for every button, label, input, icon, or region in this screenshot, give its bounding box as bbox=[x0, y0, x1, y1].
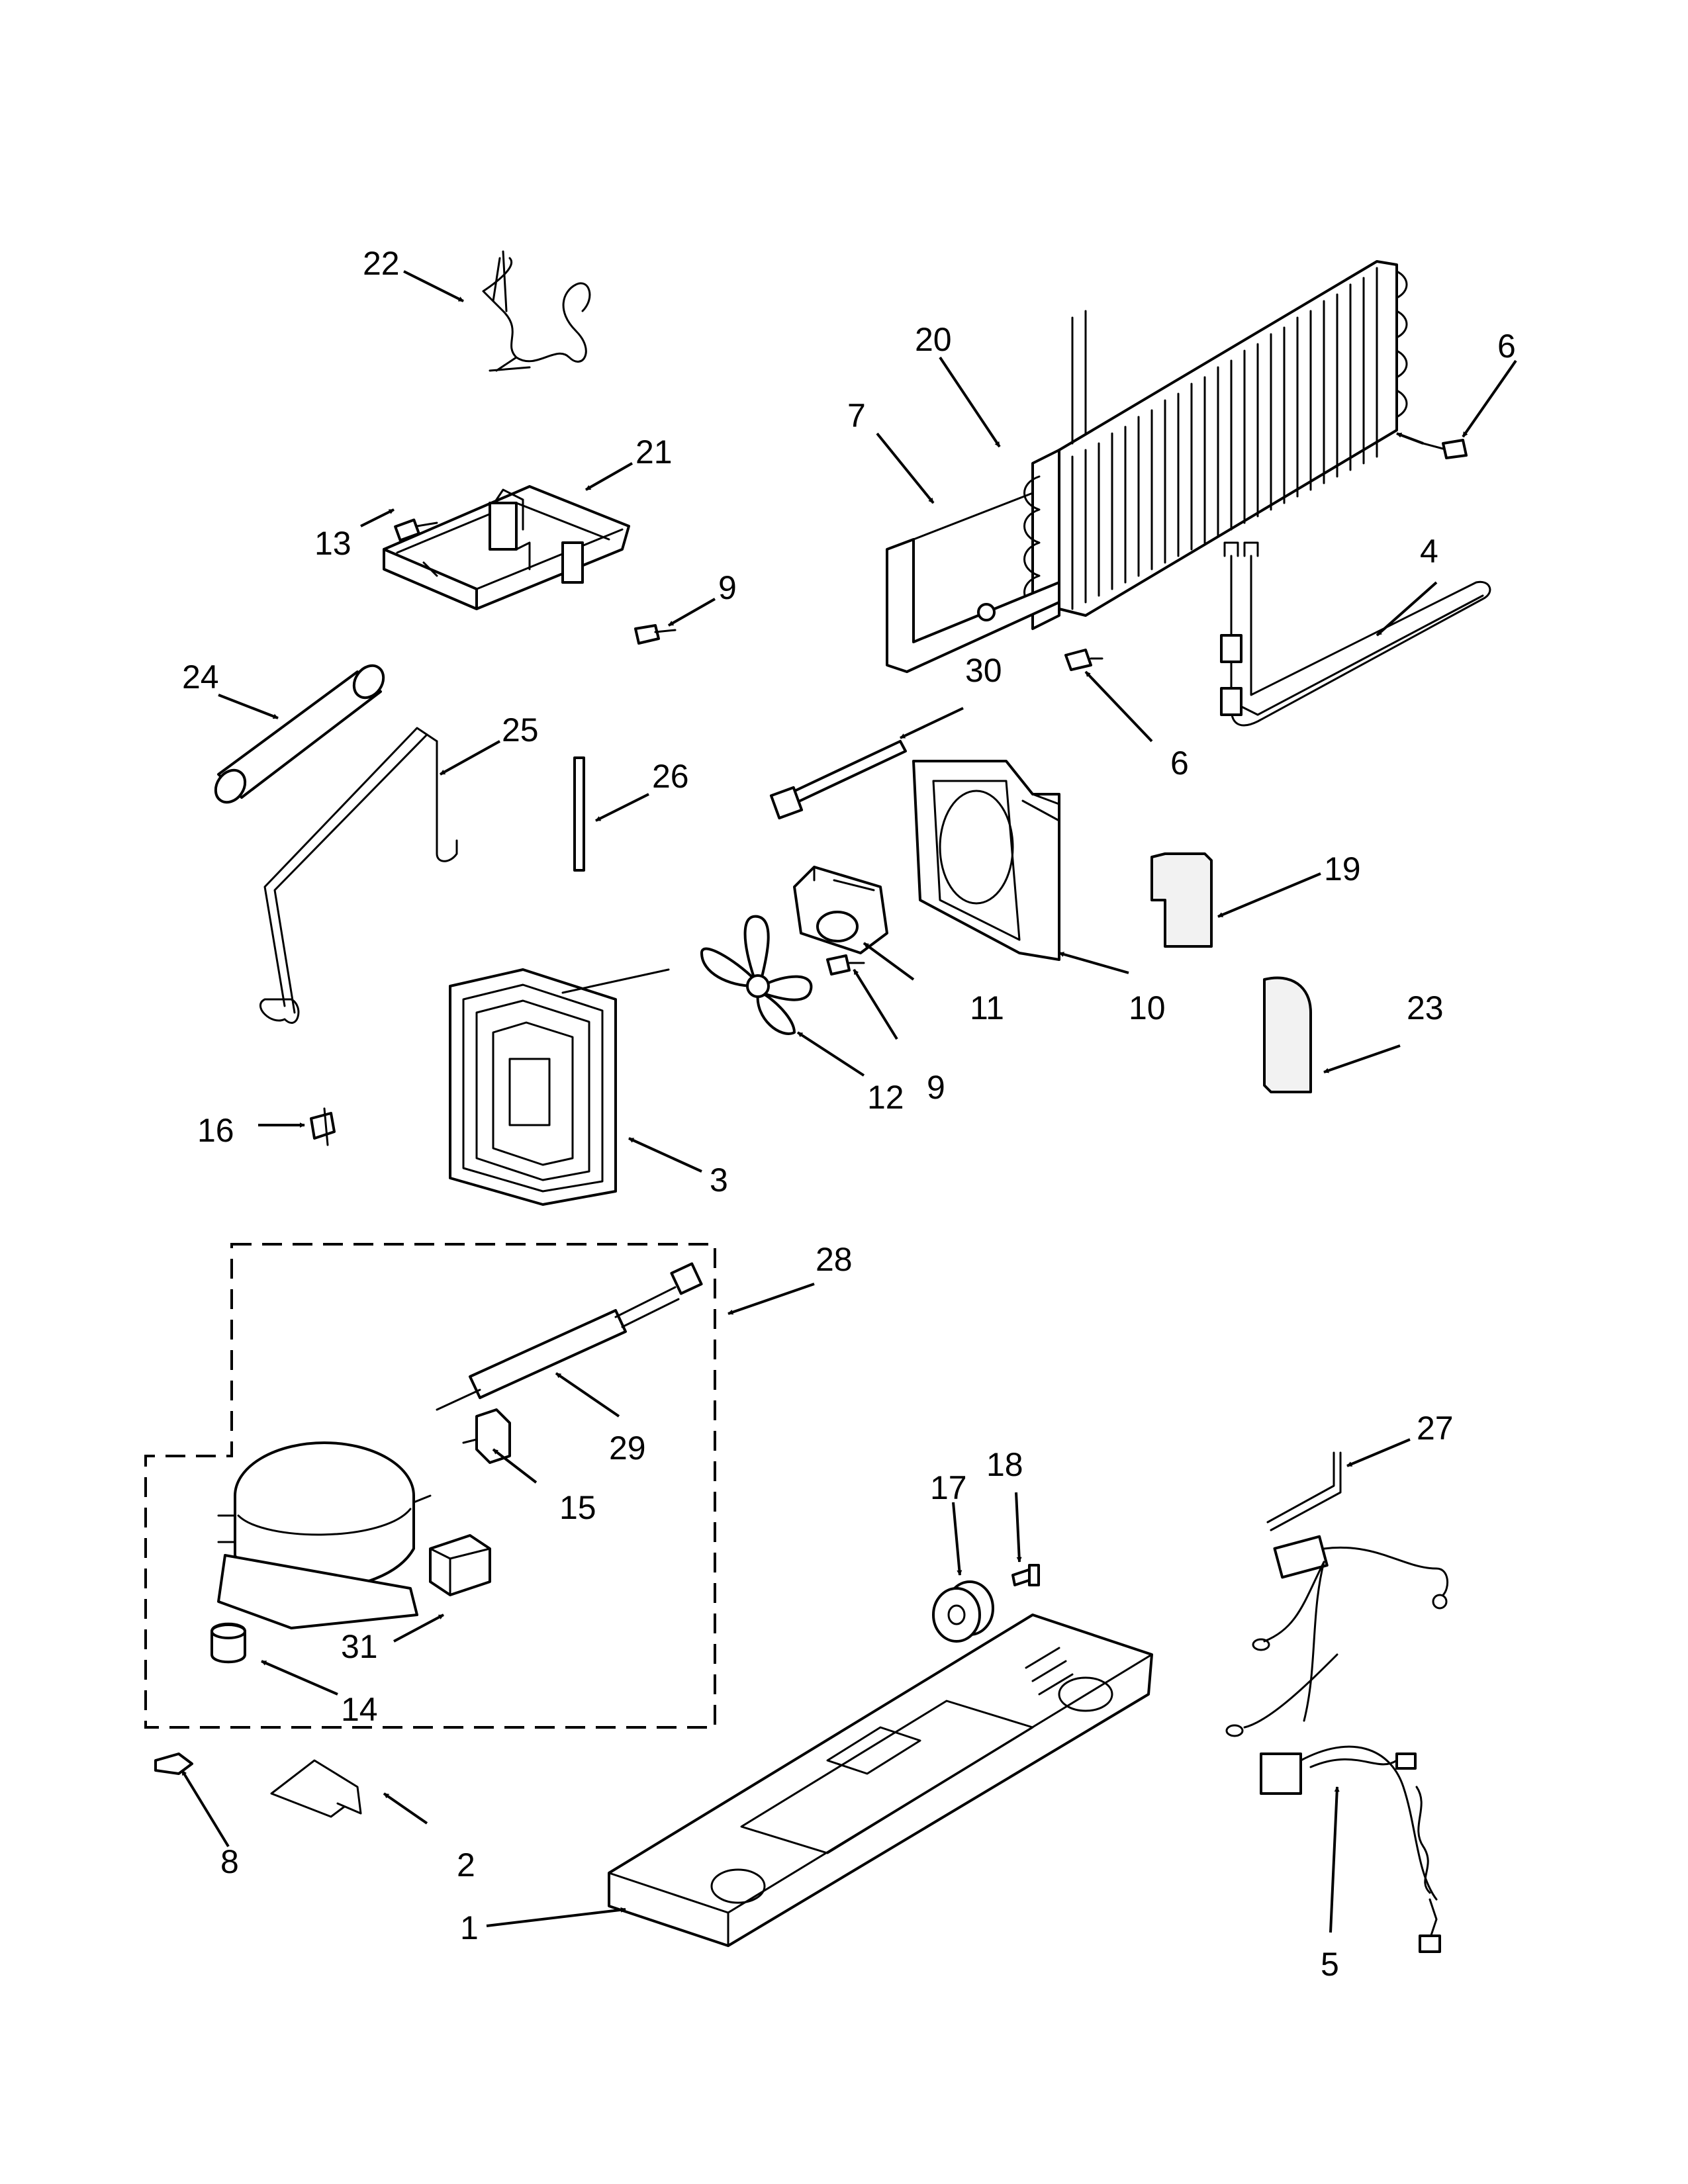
compressor-group-boundary-28 bbox=[144, 1243, 716, 1729]
leader-arrows bbox=[181, 270, 1517, 1933]
callout-11: 11 bbox=[970, 989, 1004, 1026]
relay-31 bbox=[429, 1534, 491, 1596]
callout-31: 31 bbox=[341, 1628, 378, 1665]
wire-bracket-2 bbox=[270, 1759, 362, 1818]
callout-8: 8 bbox=[220, 1843, 239, 1880]
condenser-3 bbox=[449, 968, 670, 1206]
compressor bbox=[217, 1441, 432, 1629]
foam-block-19 bbox=[1150, 852, 1213, 948]
screw-9-lower bbox=[826, 954, 865, 976]
callout-20: 20 bbox=[915, 321, 952, 358]
callout-12: 12 bbox=[867, 1079, 904, 1116]
callout-5: 5 bbox=[1321, 1946, 1339, 1983]
heater-wire-22 bbox=[482, 250, 591, 372]
evaporator-20 bbox=[1023, 260, 1408, 630]
callout-2: 2 bbox=[457, 1846, 475, 1884]
callout-29: 29 bbox=[609, 1430, 646, 1467]
tube-insulation-24 bbox=[214, 664, 385, 804]
callout-28: 28 bbox=[816, 1241, 853, 1278]
roller-17 bbox=[932, 1580, 994, 1643]
callout-1: 1 bbox=[460, 1909, 479, 1946]
cable-tie-30 bbox=[769, 740, 907, 820]
screw-13 bbox=[394, 518, 438, 542]
callout-16: 16 bbox=[197, 1112, 234, 1149]
callout-6-upper: 6 bbox=[1497, 328, 1516, 365]
screw-6-right bbox=[1422, 439, 1468, 459]
tube-27 bbox=[1266, 1451, 1342, 1531]
callout-21: 21 bbox=[635, 433, 673, 471]
callout-24: 24 bbox=[182, 659, 219, 696]
callout-13: 13 bbox=[314, 525, 352, 562]
callout-25: 25 bbox=[502, 711, 539, 749]
callout-18: 18 bbox=[986, 1446, 1023, 1483]
callout-27: 27 bbox=[1417, 1410, 1454, 1447]
base-pan-1 bbox=[608, 1614, 1153, 1947]
fan-shroud-10 bbox=[912, 760, 1060, 961]
callout-10: 10 bbox=[1129, 989, 1166, 1026]
clip-8 bbox=[154, 1752, 193, 1775]
overload-15 bbox=[462, 1408, 511, 1464]
axle-pin-18 bbox=[1011, 1564, 1040, 1586]
callout-3: 3 bbox=[710, 1161, 728, 1199]
control-box-21 bbox=[383, 485, 630, 610]
screw-9-upper bbox=[634, 624, 677, 645]
callout-23: 23 bbox=[1407, 989, 1444, 1026]
bracket-7 bbox=[886, 492, 1060, 673]
clip-16 bbox=[310, 1107, 336, 1146]
callout-14: 14 bbox=[341, 1691, 378, 1728]
rod-26 bbox=[573, 756, 585, 872]
callout-19: 19 bbox=[1324, 850, 1361, 887]
foam-block-23 bbox=[1263, 976, 1312, 1093]
grommet-14 bbox=[211, 1622, 246, 1664]
callout-4: 4 bbox=[1420, 533, 1438, 570]
callout-17: 17 bbox=[930, 1469, 967, 1506]
fan-blade-12 bbox=[700, 915, 813, 1035]
callout-26: 26 bbox=[652, 758, 689, 795]
callout-15: 15 bbox=[559, 1489, 596, 1526]
callout-9-lower: 9 bbox=[927, 1069, 945, 1106]
wire-harness-5 bbox=[1225, 1535, 1449, 1953]
defrost-heater-4 bbox=[1220, 541, 1491, 727]
fan-motor-11 bbox=[793, 866, 888, 954]
tube-25 bbox=[259, 727, 458, 1024]
callout-9-upper: 9 bbox=[718, 569, 737, 606]
callout-6-lower: 6 bbox=[1170, 745, 1189, 782]
filter-drier-29 bbox=[436, 1262, 703, 1411]
callout-30: 30 bbox=[965, 652, 1002, 689]
screw-6-lower bbox=[1064, 649, 1103, 671]
callout-22: 22 bbox=[363, 245, 400, 282]
callout-7: 7 bbox=[847, 397, 866, 434]
